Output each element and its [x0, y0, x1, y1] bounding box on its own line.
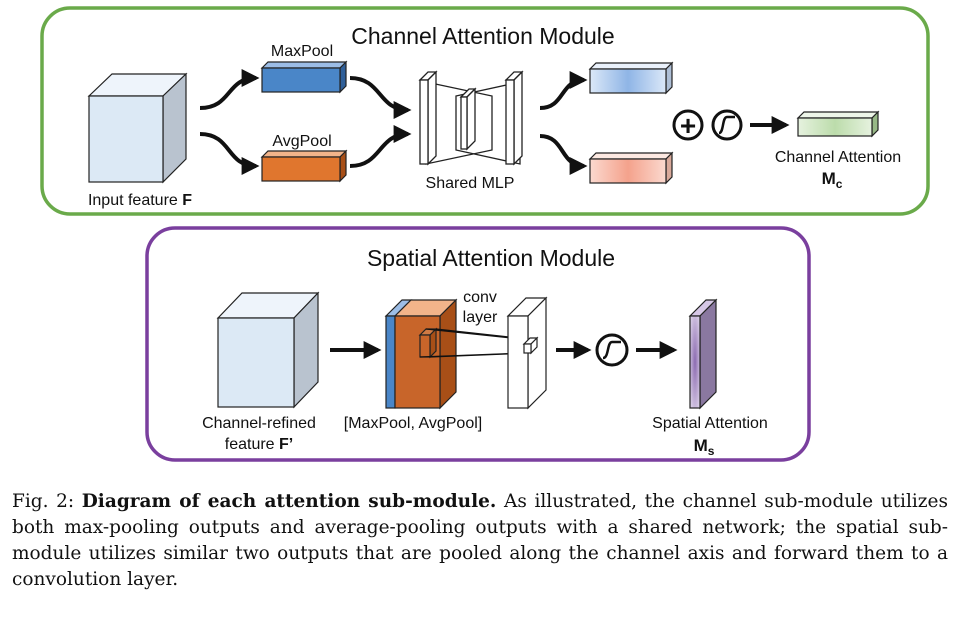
- pooled-maps-label: [MaxPool, AvgPool]: [344, 415, 482, 432]
- spatial-attention-map: [688, 298, 718, 410]
- channel-attention-symbol: Mc: [822, 169, 843, 191]
- conv-output-map: [506, 296, 548, 410]
- arrow-mlp-to-bottom-output: [539, 134, 588, 175]
- arrow-mlp-to-top-output: [539, 71, 588, 110]
- input-feature-label: Input feature F: [88, 192, 192, 209]
- conv-layer-label-line2: layer: [463, 309, 498, 326]
- plus-icon: +: [672, 109, 704, 141]
- spatial-module-title: Spatial Attention Module: [367, 245, 615, 271]
- spatial-module-border: [145, 226, 811, 462]
- sigmoid-icon: [711, 109, 743, 141]
- arrow-to-avgpool: [199, 132, 260, 175]
- mlp-output-maxpool-bar: [588, 61, 674, 95]
- svg-text:+: +: [680, 110, 696, 141]
- caption-bold-title: Diagram of each attention sub-module.: [81, 491, 497, 512]
- arrow-maxpool-to-mlp: [349, 76, 412, 119]
- channel-attention-label: Channel Attention: [775, 149, 901, 166]
- input-feature-cube: [87, 72, 188, 184]
- avgpool-bar: [260, 149, 348, 183]
- mlp-output-avgpool-bar: [588, 151, 674, 185]
- refined-feature-cube: [216, 291, 320, 409]
- spatial-attention-symbol: Ms: [694, 436, 715, 458]
- attention-diagram: Channel Attention Module Input feature F…: [40, 6, 930, 462]
- refined-feature-label-line1: Channel-refined: [202, 415, 316, 432]
- figure-caption: Fig. 2: Diagram of each attention sub-mo…: [12, 489, 948, 593]
- spatial-sigmoid-icon: [595, 333, 629, 367]
- channel-module-border: [40, 6, 930, 216]
- shared-mlp: [418, 70, 524, 166]
- channel-module-title: Channel Attention Module: [351, 23, 614, 49]
- maxpool-bar: [260, 60, 348, 94]
- shared-mlp-label: Shared MLP: [426, 175, 515, 192]
- caption-fig-label: Fig. 2:: [12, 491, 82, 512]
- avgpool-label: AvgPool: [272, 133, 331, 150]
- caption-body: As illustrated, the channel sub-module u…: [12, 491, 948, 590]
- arrow-to-maxpool: [199, 69, 260, 110]
- channel-attention-bar: [796, 110, 880, 138]
- spatial-attention-label: Spatial Attention: [652, 415, 768, 432]
- pooled-feature-maps: [384, 298, 458, 410]
- arrow-avgpool-to-mlp: [349, 125, 412, 168]
- refined-feature-label-line2: feature F’: [225, 436, 293, 453]
- conv-layer-label-line1: conv: [463, 289, 497, 306]
- maxpool-label: MaxPool: [271, 43, 333, 60]
